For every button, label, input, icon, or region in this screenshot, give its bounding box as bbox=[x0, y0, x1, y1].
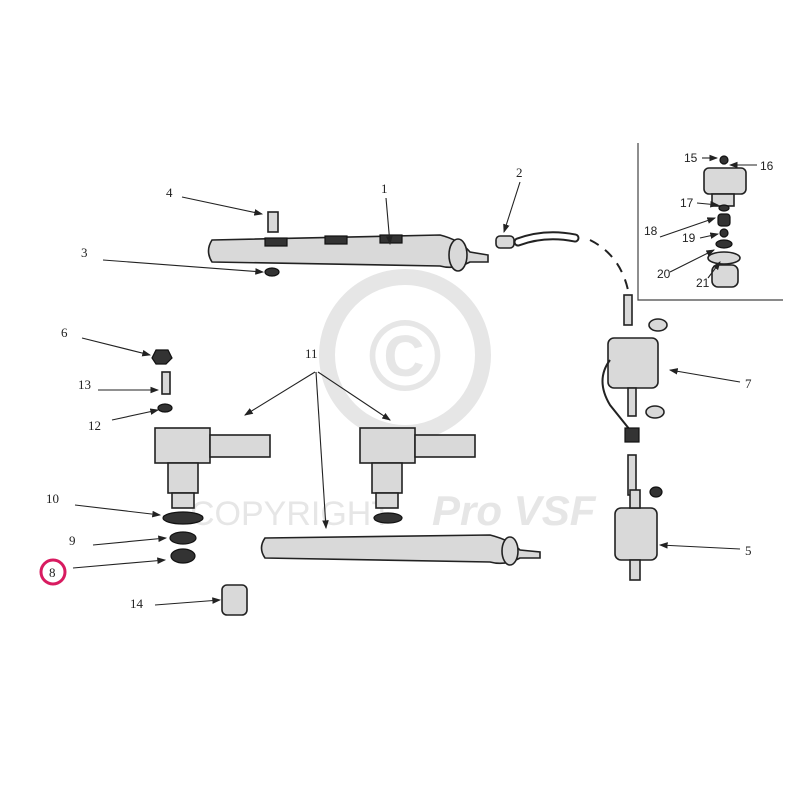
part-label-2: 2 bbox=[516, 165, 523, 180]
part-label-1: 1 bbox=[381, 181, 388, 196]
hose-continuation bbox=[589, 239, 629, 291]
part-label-5: 5 bbox=[745, 543, 752, 558]
fuel-rail-bottom bbox=[260, 534, 541, 566]
fuel-pump bbox=[601, 294, 668, 498]
part-label-14: 14 bbox=[130, 596, 144, 611]
part-label-3: 3 bbox=[81, 245, 88, 260]
part-label-10: 10 bbox=[46, 491, 59, 506]
part-label-11: 11 bbox=[305, 346, 318, 361]
inset-frame bbox=[637, 143, 783, 301]
fuel-rail-top bbox=[207, 211, 489, 277]
injector-right bbox=[359, 427, 476, 524]
part-label-18: 18 bbox=[644, 224, 658, 238]
part-label-4: 4 bbox=[166, 185, 173, 200]
hose-clamp bbox=[495, 235, 515, 249]
injector-left bbox=[151, 349, 271, 616]
part-label-8[interactable]: 8 bbox=[49, 565, 56, 580]
part-label-12: 12 bbox=[88, 418, 101, 433]
highlight-circle bbox=[39, 558, 67, 586]
part-label-7: 7 bbox=[745, 376, 752, 391]
part-label-19: 19 bbox=[682, 231, 696, 245]
part-label-15: 15 bbox=[684, 151, 698, 165]
part-label-6: 6 bbox=[61, 325, 68, 340]
watermark-brand-text: Pro VSF bbox=[432, 487, 597, 534]
fuel-filter bbox=[614, 489, 658, 581]
leader-arrows bbox=[72, 154, 757, 606]
part-label-16: 16 bbox=[760, 159, 774, 173]
part-label-9: 9 bbox=[69, 533, 76, 548]
part-label-13: 13 bbox=[78, 377, 91, 392]
pressure-regulator-inset bbox=[703, 155, 747, 288]
part-label-17: 17 bbox=[680, 196, 694, 210]
watermark-copyright-text: COPYRIGHT bbox=[190, 495, 392, 533]
part-label-21: 21 bbox=[696, 276, 710, 290]
part-label-20: 20 bbox=[657, 267, 671, 281]
copyright-symbol: © bbox=[368, 300, 442, 412]
